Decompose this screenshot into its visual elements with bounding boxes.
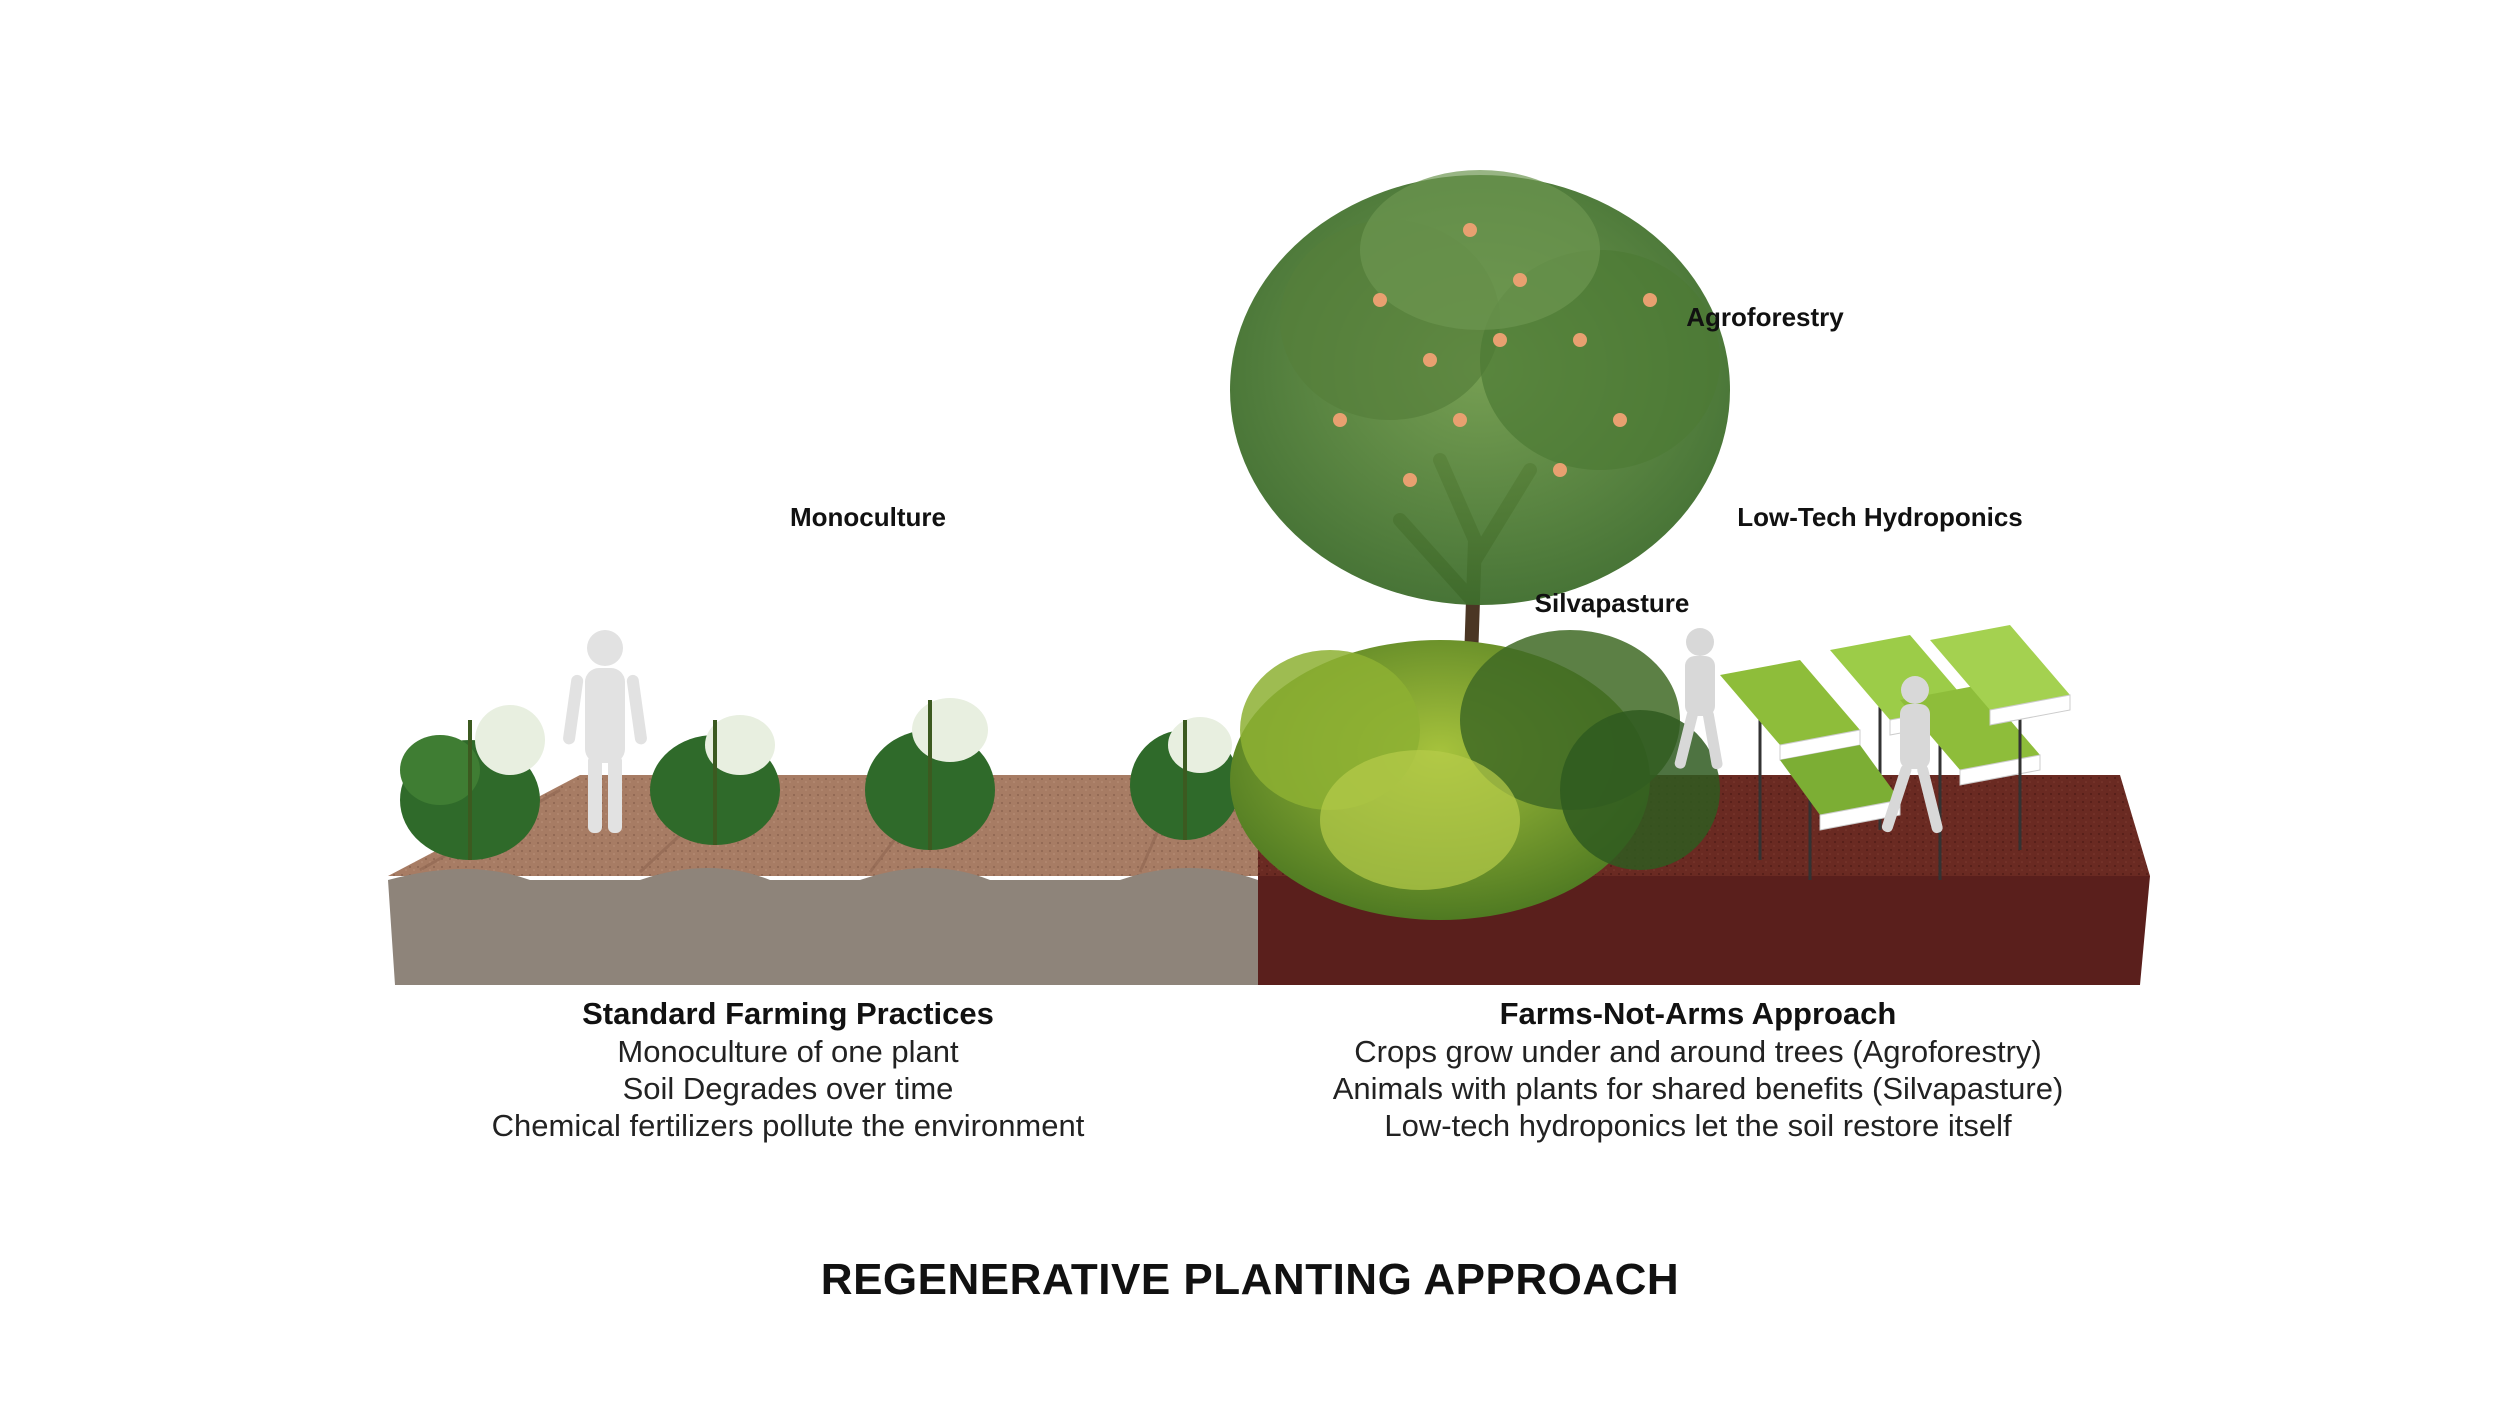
agroforestry-tree (1230, 170, 1730, 697)
hydroponic-tray (1930, 625, 2071, 850)
monoculture-plants (400, 698, 1240, 860)
standard-soil-block (388, 775, 1258, 985)
walking-person-figure (1881, 676, 1943, 834)
hydroponic-tray (1780, 745, 1901, 880)
silvapasture-bushes (1230, 630, 1720, 920)
monoculture-plant (1130, 717, 1240, 840)
standard-farming-heading: Standard Farming Practices (582, 996, 994, 1031)
standard-farming-line: Soil Degrades over time (622, 1071, 954, 1106)
hydroponic-tray (1720, 660, 1861, 860)
diagram-title: REGENERATIVE PLANTING APPROACH (820, 1255, 1680, 1304)
farms-not-arms-line: Animals with plants for shared benefits … (1332, 1071, 2064, 1106)
farms-not-arms-line: Low-tech hydroponics let the soil restor… (1384, 1108, 2012, 1143)
agroforestry-label: Agroforestry (1686, 302, 1844, 332)
low-tech-hydroponics-label: Low-Tech Hydroponics (1737, 502, 2023, 532)
monoculture-plant (865, 698, 995, 850)
walking-person-figure (1674, 628, 1723, 770)
monoculture-label: Monoculture (790, 502, 946, 532)
standard-farming-caption: Standard Farming Practices Monoculture o… (388, 995, 1188, 1144)
fruit-dots (1333, 223, 1657, 487)
standard-farming-line: Monoculture of one plant (617, 1034, 959, 1069)
standard-soil-front (388, 868, 1258, 985)
monoculture-plant (400, 705, 545, 860)
standard-soil-top (388, 775, 1258, 876)
monoculture-plant (650, 715, 780, 845)
standard-farming-line: Chemical fertilizers pollute the environ… (491, 1108, 1085, 1143)
hydroponics-racks (1720, 625, 2071, 880)
silvapasture-label: Silvapasture (1534, 588, 1690, 618)
standing-person-figure (563, 630, 647, 833)
farms-not-arms-caption: Farms-Not-Arms Approach Crops grow under… (1298, 995, 2098, 1144)
farms-not-arms-heading: Farms-Not-Arms Approach (1499, 996, 1897, 1031)
farms-not-arms-line: Crops grow under and around trees (Agrof… (1354, 1034, 2042, 1069)
